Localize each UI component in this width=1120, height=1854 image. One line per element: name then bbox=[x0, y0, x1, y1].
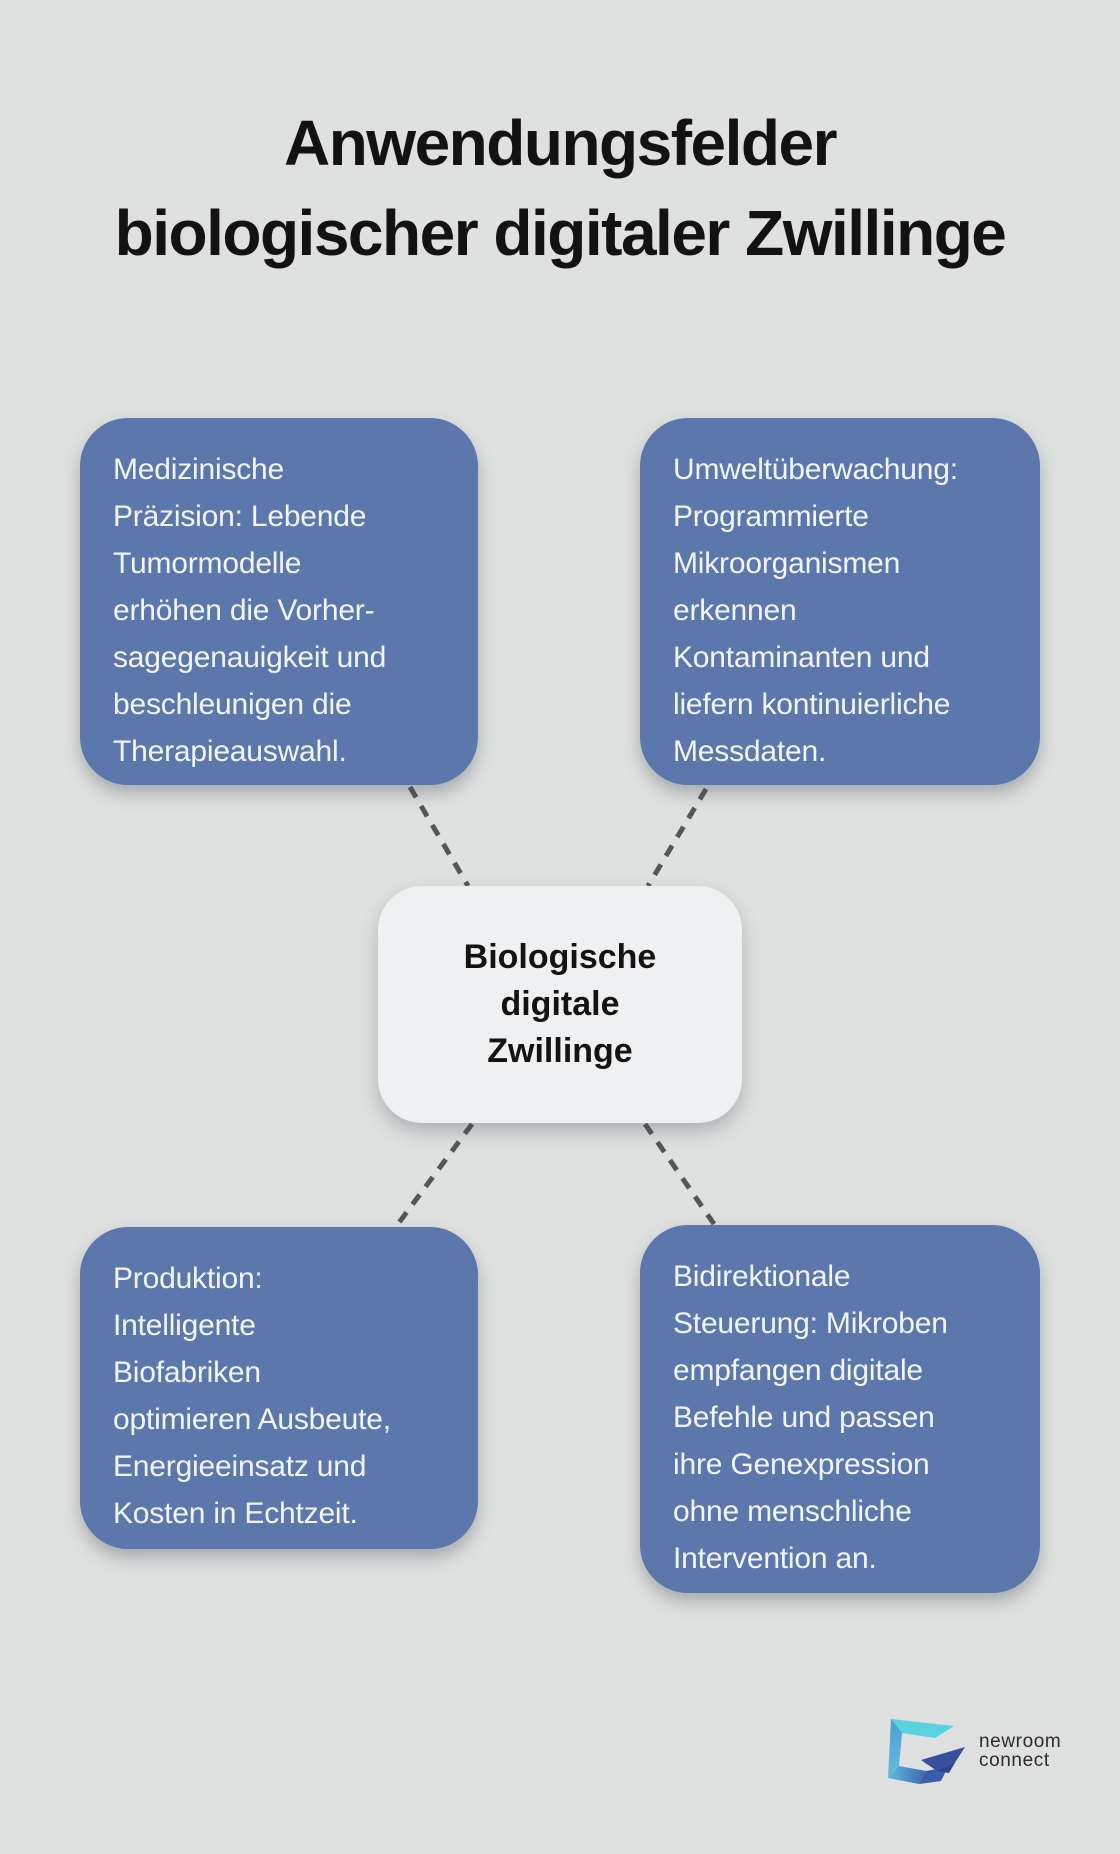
logo-wordmark-line2: connect bbox=[979, 1750, 1050, 1771]
newroom-connect-logo: newroom connect bbox=[886, 1716, 1061, 1786]
node-medizinische-praezision: Medizinische Präzision: Lebende Tumormod… bbox=[80, 418, 478, 785]
node-text-umweltueberwachung: Umweltüberwachung: Programmierte Mikroor… bbox=[673, 453, 958, 768]
center-node: Biologische digitale Zwillinge bbox=[378, 886, 742, 1123]
node-umweltueberwachung: Umweltüberwachung: Programmierte Mikroor… bbox=[640, 418, 1040, 785]
page-title: Anwendungsfelder biologischer digitaler … bbox=[114, 107, 1007, 269]
node-text-produktion: Produktion: Intelligente Biofabriken opt… bbox=[113, 1262, 391, 1530]
newroom-connect-logo-icon bbox=[888, 1719, 965, 1784]
center-node-label: Biologische digitale Zwillinge bbox=[463, 938, 657, 1070]
connector-line-bottom-left bbox=[395, 1122, 475, 1226]
logo-wordmark-line1: newroom bbox=[979, 1731, 1062, 1752]
node-text-bidirektionale-steuerung: Bidirektionale Steuerung: Mikroben empfa… bbox=[673, 1260, 948, 1575]
node-text-medizinische-praezision: Medizinische Präzision: Lebende Tumormod… bbox=[113, 453, 387, 768]
logo-wordmark: newroom connect bbox=[979, 1732, 1061, 1770]
connector-line-bottom-right bbox=[642, 1122, 717, 1226]
node-bidirektionale-steuerung: Bidirektionale Steuerung: Mikroben empfa… bbox=[640, 1225, 1040, 1593]
connector-line-top-right bbox=[645, 787, 709, 888]
connector-line-top-left bbox=[407, 785, 471, 888]
node-produktion: Produktion: Intelligente Biofabriken opt… bbox=[80, 1227, 478, 1549]
